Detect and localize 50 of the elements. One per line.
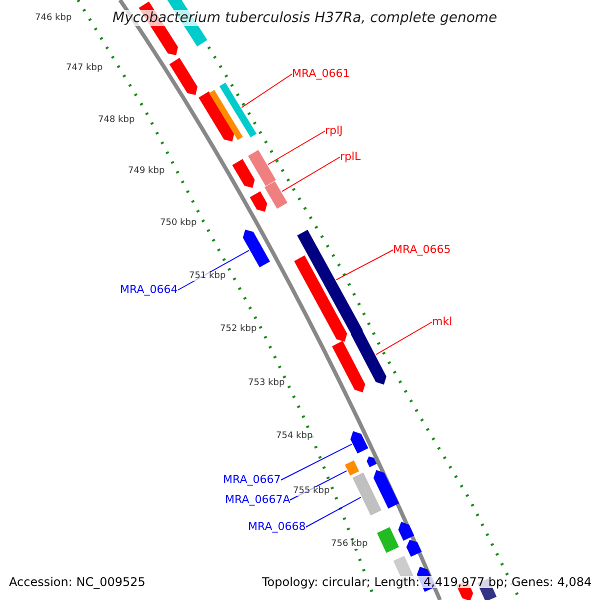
gene-feature xyxy=(350,328,386,385)
gene-feature xyxy=(198,91,234,142)
gene-label: MRA_0664 xyxy=(120,284,178,295)
tick-label: 752 kbp xyxy=(220,325,257,334)
gene-feature xyxy=(264,181,288,209)
leader-line xyxy=(241,74,292,108)
leader-line xyxy=(282,156,340,192)
gene-label: rplJ xyxy=(325,125,343,136)
footer-text: Accession: NC_009525 xyxy=(9,576,146,588)
gene-feature xyxy=(242,230,270,268)
gene-label: mkl xyxy=(432,316,452,327)
gene-label: MRA_0667A xyxy=(225,494,290,505)
gene-feature xyxy=(350,431,368,454)
gene-label: rplL xyxy=(340,151,361,162)
leader-line xyxy=(268,130,326,165)
gene-label: MRA_0667 xyxy=(223,474,281,485)
gene-label: MRA_0665 xyxy=(393,244,451,255)
tick-label: 753 kbp xyxy=(248,379,285,388)
gene-feature xyxy=(232,159,255,188)
gene-feature xyxy=(248,150,276,186)
leader-line xyxy=(376,322,432,355)
gene-feature xyxy=(344,460,360,476)
tick-label: 751 kbp xyxy=(189,272,226,281)
gene-label: MRA_0668 xyxy=(248,521,306,532)
gene-feature xyxy=(374,470,400,509)
tick-label: 754 kbp xyxy=(276,432,313,441)
gene-feature xyxy=(406,540,422,557)
gene-feature xyxy=(377,527,399,553)
tick-label: 746 kbp xyxy=(35,14,72,23)
leader-line xyxy=(306,496,362,528)
gene-feature xyxy=(209,90,243,140)
gene-feature xyxy=(398,522,414,541)
tick-label: 750 kbp xyxy=(160,219,197,228)
gene-feature xyxy=(169,58,198,95)
footer-text: Topology: circular; Length: 4,419,977 bp; Genes: 4,084 xyxy=(262,576,592,588)
leader-line xyxy=(336,250,394,280)
gene-feature xyxy=(366,456,377,468)
tick-label: 748 kbp xyxy=(98,116,135,125)
tick-label: 756 kbp xyxy=(331,540,368,549)
gene-feature xyxy=(250,191,268,212)
tick-label: 755 kbp xyxy=(293,487,330,496)
gene-feature xyxy=(332,340,366,392)
gene-feature xyxy=(297,230,363,336)
tick-label: 749 kbp xyxy=(128,167,165,176)
gene-feature xyxy=(219,82,257,138)
leader-line xyxy=(280,444,352,480)
gene-feature xyxy=(352,472,382,516)
gene-label: MRA_0661 xyxy=(292,68,350,79)
tick-label: 747 kbp xyxy=(66,64,103,73)
gene-feature xyxy=(294,255,348,342)
